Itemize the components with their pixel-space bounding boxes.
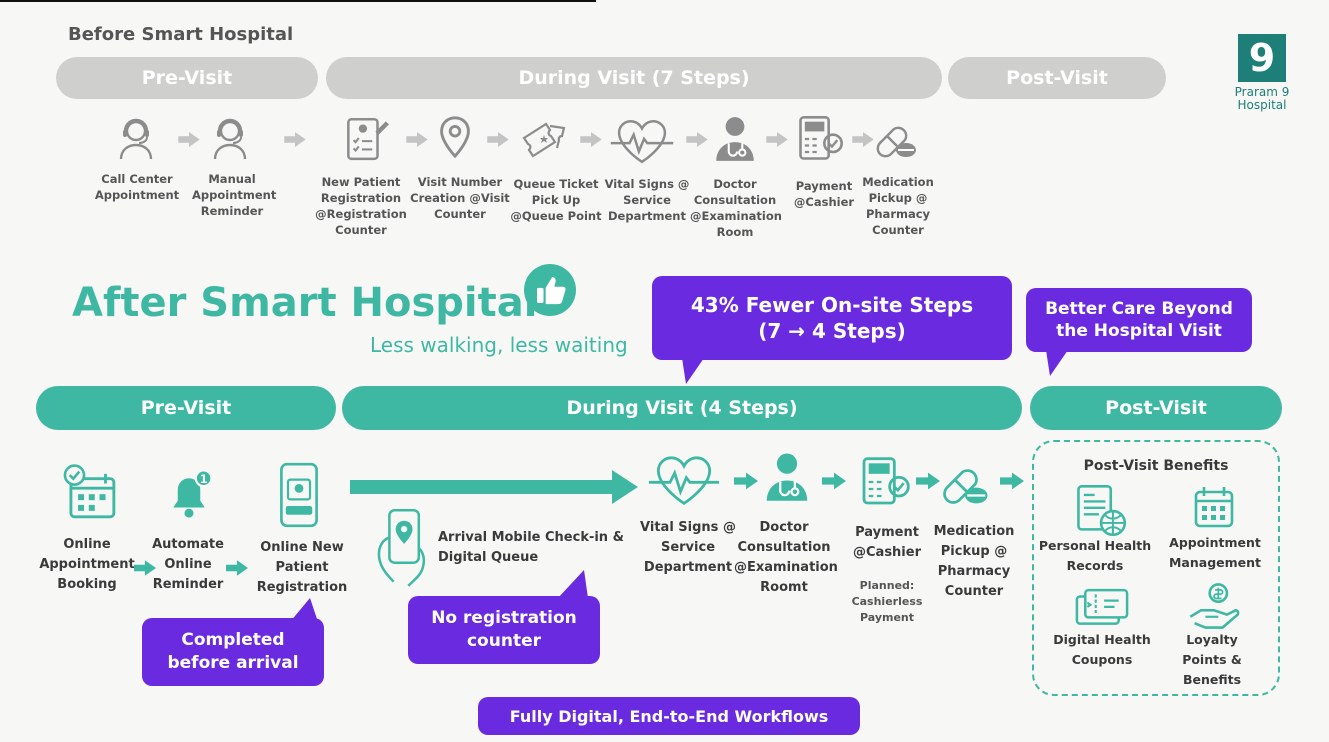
before-phase-pre: Pre-Visit <box>56 57 318 99</box>
post-benefit-label: Personal Health Records <box>1038 538 1152 573</box>
post-benefits-title: Post-Visit Benefits <box>1083 458 1229 474</box>
phone-registration-icon <box>275 462 323 528</box>
arrow-right-icon <box>406 132 428 147</box>
completed-line1: Completed <box>181 630 285 650</box>
arrow-right-icon <box>916 472 940 490</box>
pills-icon <box>872 113 920 163</box>
care-beyond-line2: the Hospital Visit <box>1056 321 1222 341</box>
care-beyond-callout-tail <box>1046 350 1068 376</box>
no-registration-line2: counter <box>466 631 541 651</box>
headset-agent-icon <box>206 113 254 161</box>
brand-sub-text: Hospital <box>1237 98 1287 112</box>
fewer-steps-line2: (7 → 4 Steps) <box>758 319 906 343</box>
before-step-label: Visit Number Creation @Visit Counter <box>410 175 510 221</box>
loyalty-hand-icon <box>1186 578 1242 634</box>
completed-line2: before arrival <box>167 653 299 673</box>
no-registration-callout-tail <box>558 570 588 598</box>
arrow-right-icon <box>1000 472 1024 490</box>
after-pre-step-label: Online New Patient Registration <box>256 540 348 595</box>
before-step-label: Medication Pickup @ Pharmacy Counter <box>862 175 934 237</box>
location-pin-icon <box>432 113 478 161</box>
top-rule <box>0 0 596 2</box>
arrow-right-icon <box>178 132 200 147</box>
before-step-label: Payment @Cashier <box>793 179 855 209</box>
completed-callout-tail <box>290 598 318 622</box>
after-during-step-label: Vital Signs @ Service Department <box>640 520 736 575</box>
before-step-label: New Patient Registration @Registration C… <box>315 175 407 237</box>
after-title: After Smart Hospital <box>72 280 538 326</box>
before-step-label: Queue Ticket Pick Up @Queue Point <box>510 177 602 223</box>
phone-checkin-icon <box>370 506 434 590</box>
pills-icon <box>938 454 992 510</box>
after-pre-step-label: Online Appointment Booking <box>39 537 135 592</box>
fewer-steps-line1: 43% Fewer On-site Steps <box>690 293 974 317</box>
before-title: Before Smart Hospital <box>68 24 294 45</box>
headset-agent-icon <box>112 113 160 161</box>
after-phase-post: Post-Visit <box>1030 386 1282 430</box>
arrow-right-icon <box>852 132 874 147</box>
payment-terminal-icon <box>856 454 914 510</box>
heartbeat-icon <box>604 116 680 166</box>
doctor-icon <box>760 446 814 506</box>
post-benefit-label: Appointment Management <box>1168 535 1261 570</box>
brand-name: Praram 9 Hospital <box>1224 86 1300 112</box>
checkin-label: Arrival Mobile Check-in & Digital Queue <box>438 530 624 565</box>
bell-notification-icon <box>162 466 216 522</box>
post-visit-benefits-box <box>1032 440 1280 696</box>
post-benefit-label: Digital Health Coupons <box>1053 632 1151 667</box>
doctor-icon <box>710 110 760 166</box>
arrow-right-icon <box>686 132 708 147</box>
fewer-steps-callout: 43% Fewer On-site Steps (7 → 4 Steps) <box>652 276 1012 360</box>
before-step-label: Manual Appointment Reminder <box>192 172 277 218</box>
fully-digital-banner: Fully Digital, End-to-End Workflows <box>478 697 860 735</box>
before-phase-post: Post-Visit <box>948 57 1166 99</box>
before-step-label: Doctor Consultation @Examination Room <box>690 177 782 239</box>
arrow-right-icon <box>580 132 602 147</box>
fewer-steps-callout-tail <box>682 358 704 384</box>
post-benefit-label: Loyalty Points & Benefits <box>1182 632 1242 687</box>
care-beyond-line1: Better Care Beyond <box>1045 299 1233 319</box>
before-phase-during: During Visit (7 Steps) <box>326 57 942 99</box>
arrow-right-icon <box>284 132 306 147</box>
cashierless-note: Planned: Cashierless Payment <box>851 579 923 624</box>
no-registration-line1: No registration <box>431 608 577 628</box>
before-step-label: Call Center Appointment <box>94 172 180 202</box>
after-during-step-label: Doctor Consultation @Examination Roomt <box>734 520 838 595</box>
calendar-icon <box>1190 482 1238 530</box>
arrow-right-icon <box>226 560 248 576</box>
arrow-right-icon <box>487 132 509 147</box>
long-flow-arrow <box>350 470 638 504</box>
after-tagline: Less walking, less waiting <box>370 333 628 357</box>
arrow-right-icon <box>822 472 846 490</box>
payment-terminal-icon <box>792 113 848 165</box>
clipboard-form-icon <box>340 113 390 163</box>
after-during-step-label: Payment @Cashier <box>853 525 921 560</box>
no-registration-callout: No registration counter <box>408 596 600 664</box>
brand-name-text: Praram 9 <box>1234 85 1290 99</box>
arrow-right-icon <box>766 132 788 147</box>
after-pre-step-label: Automate Online Reminder <box>152 537 224 592</box>
coupon-icon <box>1072 586 1132 632</box>
before-step-label: Vital Signs @ Service Department <box>604 177 690 223</box>
care-beyond-callout: Better Care Beyond the Hospital Visit <box>1026 288 1252 352</box>
thumbs-up-icon <box>524 264 576 316</box>
arrow-right-icon <box>734 472 758 490</box>
calendar-booking-icon <box>56 462 124 524</box>
after-phase-pre: Pre-Visit <box>36 386 336 430</box>
ticket-icon <box>514 116 574 164</box>
after-during-step-label: Medication Pickup @ Pharmacy Counter <box>933 524 1015 599</box>
health-records-icon <box>1072 482 1128 538</box>
brand-logo: 9 <box>1238 34 1286 82</box>
after-phase-during: During Visit (4 Steps) <box>342 386 1022 430</box>
completed-callout: Completed before arrival <box>142 618 324 686</box>
heartbeat-icon <box>642 452 726 508</box>
